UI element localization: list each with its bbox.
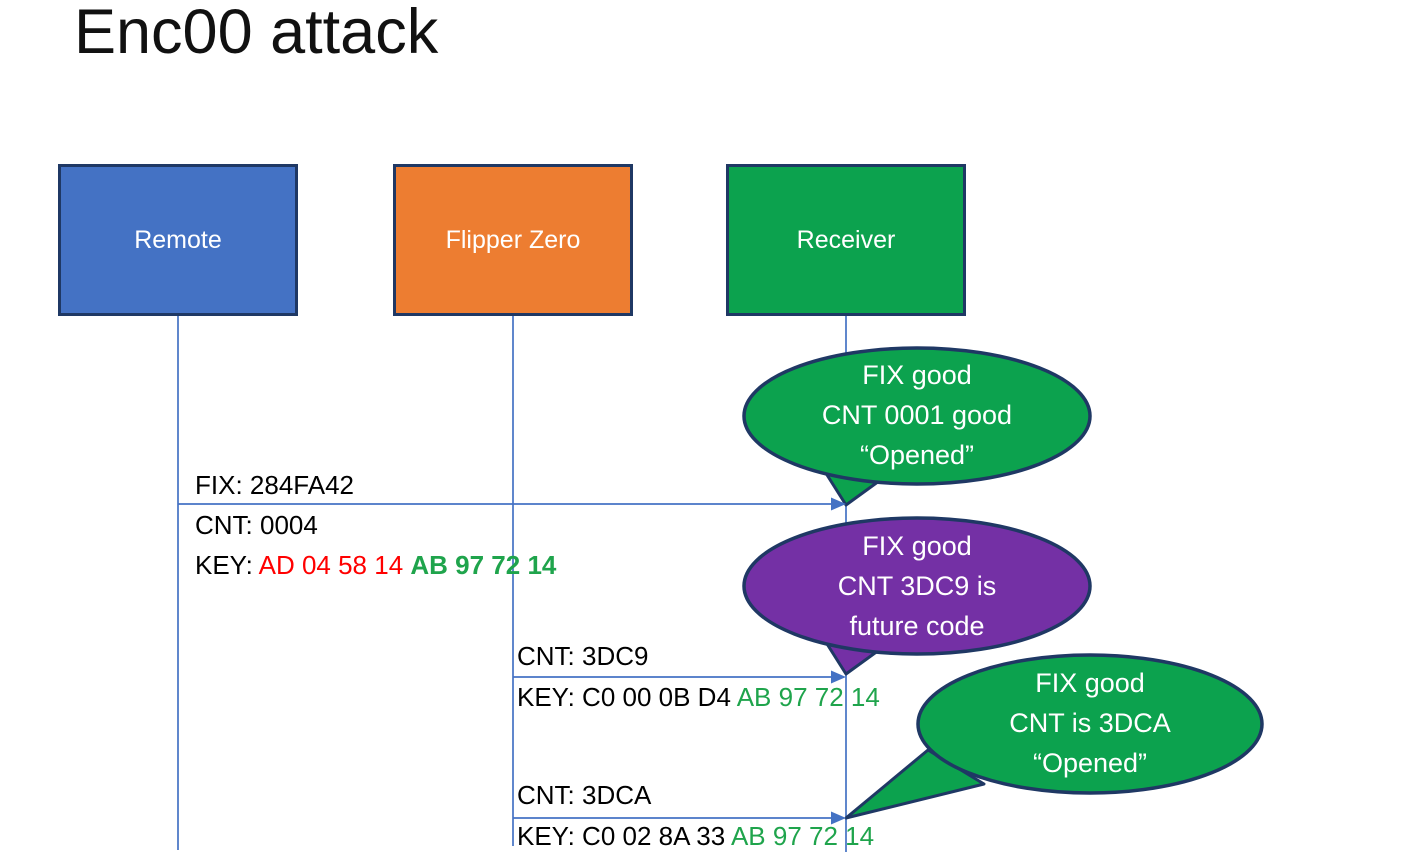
callout-1-line-1: FIX good [862, 360, 972, 390]
message-2-key: KEY: C0 00 0B D4 AB 97 72 14 [517, 682, 880, 712]
message-2-key-green: AB 97 72 14 [736, 682, 880, 712]
arrow-head-icon [831, 670, 846, 684]
message-1-key: KEY: AD 04 58 14 AB 97 72 14 [195, 550, 557, 580]
callout-2-bubble [742, 516, 1092, 656]
message-1-key-red: AD 04 58 14 [258, 550, 411, 580]
arrow-message-1 [178, 497, 846, 511]
callout-2-text: FIX good CNT 3DC9 is future code [744, 526, 1090, 646]
callout-3-line-1: FIX good [1035, 668, 1145, 698]
arrow-head-icon [831, 811, 846, 825]
actor-label-receiver: Receiver [796, 225, 896, 254]
message-1-key-green: AB 97 72 14 [410, 550, 557, 580]
arrow-head-icon [831, 497, 846, 511]
arrow-message-3 [513, 811, 846, 825]
message-2-label: CNT: 3DC9 KEY: C0 00 0B D4 AB 97 72 14 [517, 636, 880, 718]
message-1-cnt: CNT: 0004 [195, 510, 318, 540]
actor-box-remote: Remote [58, 164, 298, 316]
callout-3-line-3: “Opened” [1032, 748, 1148, 778]
actor-box-flipper-zero: Flipper Zero [393, 164, 633, 316]
actor-label-remote: Remote [134, 225, 222, 254]
actor-box-receiver: Receiver [726, 164, 966, 316]
page-title: Enc00 attack [74, 0, 439, 67]
message-3-cnt: CNT: 3DCA [517, 780, 652, 810]
callout-1-bubble [742, 346, 1092, 486]
message-3-key-green: AB 97 72 14 [730, 821, 875, 851]
message-3-label: CNT: 3DCA KEY: C0 02 8A 33 AB 97 72 14 [517, 775, 874, 857]
callout-3-bubble [916, 653, 1264, 795]
message-1-label: FIX: 284FA42 CNT: 0004 KEY: AD 04 58 14 … [195, 465, 556, 585]
callout-1-line-2: CNT 0001 good [821, 400, 1013, 430]
arrow-message-2 [513, 670, 846, 684]
callout-3-text: FIX good CNT is 3DCA “Opened” [917, 663, 1263, 783]
message-2-cnt: CNT: 3DC9 [517, 641, 649, 671]
actor-label-flipper-zero: Flipper Zero [445, 225, 581, 254]
callout-1-text: FIX good CNT 0001 good “Opened” [744, 355, 1090, 475]
callout-1-line-3: “Opened” [859, 440, 975, 470]
callout-3-line-2: CNT is 3DCA [1009, 708, 1171, 738]
callout-2-line-1: FIX good [862, 531, 972, 561]
message-1-fix: FIX: 284FA42 [195, 470, 354, 500]
callout-2-line-3: future code [849, 611, 985, 641]
message-3-key: KEY: C0 02 8A 33 AB 97 72 14 [517, 821, 875, 851]
callout-2-line-2: CNT 3DC9 is [837, 571, 997, 601]
